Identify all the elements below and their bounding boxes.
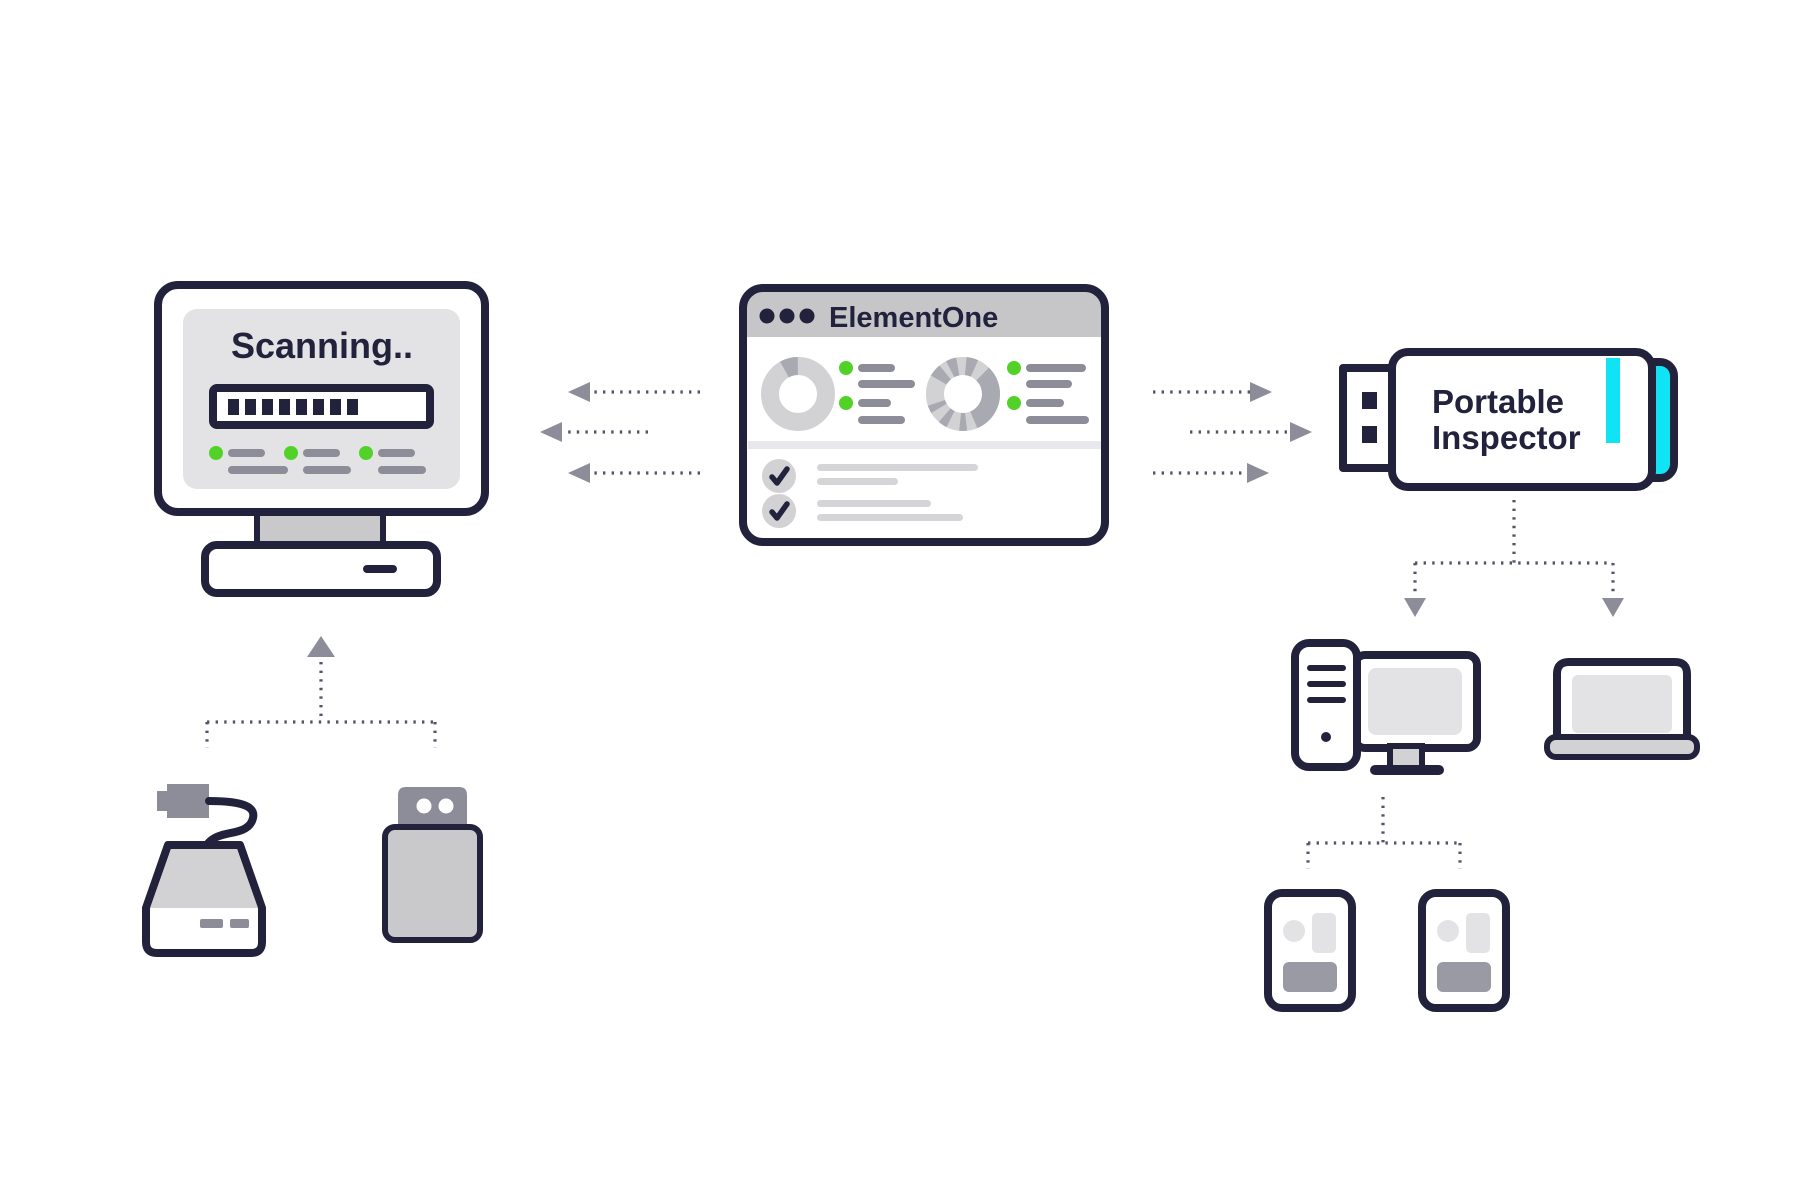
hard-drive-device <box>142 784 266 957</box>
drive-top <box>150 849 258 908</box>
usb-stick-connector <box>398 787 467 829</box>
check-icon <box>769 466 790 486</box>
arrows-window-to-inspector <box>1153 382 1312 483</box>
tower-power-dot <box>1321 732 1331 742</box>
scan-status-item <box>359 446 426 474</box>
arrow-right-icon <box>1153 463 1269 483</box>
inspector-body <box>1388 348 1656 491</box>
legend-green-dot-icon <box>1007 361 1021 375</box>
inspector-label-line2: Inspector <box>1432 419 1581 456</box>
phone-avatar-circle <box>1437 920 1459 942</box>
arrow-left-icon <box>540 422 648 442</box>
arrow-left-icon <box>568 463 700 483</box>
arrow-left-icon <box>568 382 700 402</box>
phone-button-block <box>1283 962 1337 992</box>
desktop-tree-connector <box>1306 797 1462 869</box>
desktop-screen <box>1368 668 1462 735</box>
legend-green-dot-icon <box>839 396 853 410</box>
usb-stick-device <box>382 787 483 943</box>
donut-ring <box>761 357 835 431</box>
chart-legend-2 <box>1007 361 1089 424</box>
phone-content-block <box>1312 913 1336 953</box>
window-titlebar <box>743 288 1105 337</box>
arrow-right-icon <box>1190 422 1312 442</box>
usb-stick-pin <box>416 798 432 814</box>
legend-green-dot-icon <box>839 361 853 375</box>
donut-segment <box>761 357 835 431</box>
inspector-stripe <box>1606 358 1620 443</box>
laptop-computer <box>1544 658 1700 760</box>
desktop-computer <box>1291 639 1481 775</box>
drive-led <box>200 919 223 928</box>
check-icon <box>769 501 790 521</box>
usb-plug-icon <box>157 784 209 818</box>
arrow-down-icon <box>1404 598 1426 617</box>
arrow-right-icon <box>1153 382 1272 402</box>
desktop-stand-base <box>1370 765 1444 775</box>
arrow-up-icon <box>307 636 335 657</box>
donut-chart-1 <box>761 357 835 431</box>
monitor-tree-connector <box>205 636 437 748</box>
scanning-title: Scanning.. <box>231 325 413 366</box>
monitor-base-notch <box>363 565 397 573</box>
portable-inspector-device: Portable Inspector <box>1339 348 1678 491</box>
desktop-stand <box>1387 743 1425 771</box>
status-green-dot-icon <box>284 446 298 460</box>
status-green-dot-icon <box>209 446 223 460</box>
checklist <box>762 459 978 528</box>
check-item <box>762 459 978 493</box>
tower-vents <box>1307 665 1346 703</box>
laptop-screen <box>1572 675 1672 733</box>
phone-device-2 <box>1418 889 1510 1012</box>
inspector-tree-connector <box>1404 500 1624 617</box>
usb-stick-pin <box>438 798 454 814</box>
inspector-label-line1: Portable <box>1432 383 1564 420</box>
phone-device-1 <box>1264 889 1356 1012</box>
scan-status-list <box>209 446 426 474</box>
legend-green-dot-icon <box>1007 396 1021 410</box>
phone-avatar-circle <box>1283 920 1305 942</box>
window-title: ElementOne <box>829 302 998 334</box>
app-window: ElementOne <box>739 284 1109 546</box>
window-divider <box>748 441 1101 449</box>
scan-status-item <box>209 446 288 474</box>
window-controls-icon <box>759 308 815 324</box>
arrows-window-to-monitor <box>540 382 700 483</box>
monitor-base <box>201 541 441 597</box>
scanning-monitor: Scanning.. <box>154 281 489 597</box>
status-green-dot-icon <box>359 446 373 460</box>
phone-content-block <box>1466 913 1490 953</box>
usb-stick-body <box>382 824 483 943</box>
window-border <box>739 284 1109 546</box>
usb-pin <box>1362 426 1377 443</box>
arrow-down-icon <box>1602 598 1624 617</box>
usb-pin <box>1362 392 1377 409</box>
drive-led <box>230 919 249 928</box>
chart-legend-1 <box>839 361 915 424</box>
laptop-base <box>1544 734 1700 760</box>
check-item <box>762 494 963 528</box>
donut-chart-2 <box>926 357 1000 431</box>
progress-bar <box>209 384 434 429</box>
desktop-tower <box>1291 639 1361 771</box>
progress-bar-segments <box>228 399 358 415</box>
phone-button-block <box>1437 962 1491 992</box>
scan-status-item <box>284 446 351 474</box>
